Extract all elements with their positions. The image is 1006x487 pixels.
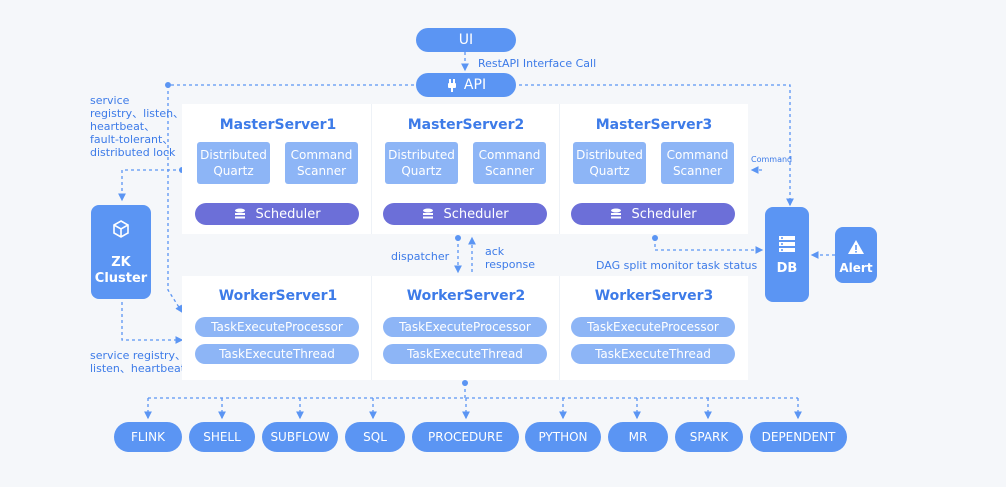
ui-node: UI [416, 28, 516, 52]
quartz-line: Distributed [576, 148, 643, 162]
worker1-thread: TaskExecuteThread [195, 344, 359, 364]
api-node: API [416, 73, 516, 97]
scanner-line: Command [666, 148, 729, 162]
db-node: DB [765, 207, 809, 302]
scheduler-label: Scheduler [255, 206, 321, 222]
quartz-line: Quartz [589, 164, 630, 178]
note-line: registry、listen、 [90, 107, 185, 120]
task-type-flink: FLINK [114, 422, 182, 452]
task-type-dependent: DEPENDENT [750, 422, 847, 452]
task-type-python: PYTHON [525, 422, 601, 452]
ack-label: ack response [485, 245, 535, 271]
quartz-line: Distributed [388, 148, 455, 162]
task-type-subflow: SUBFLOW [262, 422, 338, 452]
dispatcher-label: dispatcher [391, 250, 450, 263]
zk-label-line1: ZK [111, 255, 131, 270]
worker2-processor: TaskExecuteProcessor [383, 317, 547, 337]
worker2-title: WorkerServer2 [406, 288, 526, 304]
master2-title: MasterServer2 [407, 117, 525, 133]
registry-note-top: service registry、listen、 heartbeat、 faul… [90, 94, 184, 159]
master1-title: MasterServer1 [219, 117, 337, 133]
master3-title: MasterServer3 [595, 117, 713, 133]
scanner-line: Scanner [672, 164, 723, 178]
scheduler-label: Scheduler [443, 206, 509, 222]
note-line: service [90, 94, 130, 107]
note-line: listen、heartbeat [90, 362, 186, 375]
quartz-line: Quartz [213, 164, 254, 178]
worker3-title: WorkerServer3 [594, 288, 714, 304]
alert-label: Alert [839, 261, 873, 275]
database-icon [235, 208, 246, 219]
database-icon [423, 208, 434, 219]
task-type-mr: MR [608, 422, 668, 452]
ack-line: response [485, 258, 535, 271]
warning-icon [848, 240, 864, 254]
quartz-line: Quartz [401, 164, 442, 178]
dag-label: DAG split monitor task status [596, 259, 758, 272]
worker1-processor: TaskExecuteProcessor [195, 317, 359, 337]
scheduler-label: Scheduler [631, 206, 697, 222]
command-label: Command [751, 155, 793, 164]
worker2-thread: TaskExecuteThread [383, 344, 547, 364]
task-type-spark: SPARK [675, 422, 743, 452]
note-line: service registry、 [90, 349, 187, 362]
ui-label: UI [458, 32, 474, 48]
database-icon [611, 208, 622, 219]
scanner-line: Command [290, 148, 353, 162]
master3-scheduler: Scheduler [571, 203, 735, 225]
zk-cluster-node: ZK Cluster [91, 205, 151, 299]
db-label: DB [776, 261, 798, 276]
zk-label-line2: Cluster [94, 271, 148, 286]
task-type-shell: SHELL [189, 422, 255, 452]
task-type-procedure: PROCEDURE [412, 422, 519, 452]
task-type-sql: SQL [345, 422, 405, 452]
master1-scheduler: Scheduler [195, 203, 359, 225]
note-line: fault-tolerant、 [90, 133, 174, 146]
worker3-processor: TaskExecuteProcessor [571, 317, 735, 337]
alert-node: Alert [835, 227, 877, 283]
master2-scheduler: Scheduler [383, 203, 547, 225]
scanner-line: Scanner [484, 164, 535, 178]
api-label: API [463, 77, 487, 93]
scanner-line: Scanner [296, 164, 347, 178]
scanner-line: Command [478, 148, 541, 162]
quartz-line: Distributed [200, 148, 267, 162]
note-line: heartbeat、 [90, 120, 156, 133]
note-line: distributed lock [90, 146, 176, 159]
plug-icon [447, 78, 456, 92]
ack-line: ack [485, 245, 505, 258]
worker1-title: WorkerServer1 [218, 288, 338, 304]
worker3-thread: TaskExecuteThread [571, 344, 735, 364]
server-icon [779, 236, 795, 252]
registry-note-bottom: service registry、 listen、heartbeat [90, 349, 186, 375]
restapi-label: RestAPI Interface Call [478, 57, 597, 70]
cube-icon [113, 220, 129, 238]
